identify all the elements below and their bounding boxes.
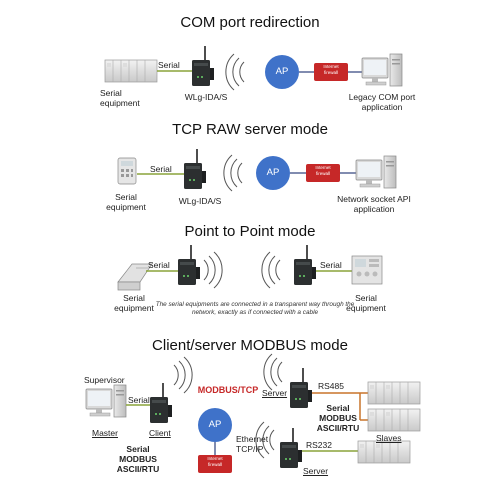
serial-equipment-label: Serial equipment [100,88,140,108]
serial-label: Serial [148,260,170,270]
ap-circle-icon [256,156,290,190]
firewall-icon [314,63,348,81]
wifi-waves-icon [173,356,193,394]
application-label: Legacy COM port application [348,92,416,112]
firewall-icon [198,455,232,473]
section-tcp-raw [117,148,397,192]
section-point-to-point [117,244,383,291]
plc-rack-icon [367,408,421,432]
wifi-waves-icon [225,53,245,91]
rs485-label: RS485 [318,381,344,391]
control-panel-icon [351,255,383,285]
serial-equipment-label: Serial equipment [346,293,386,313]
wifi-waves-icon [223,154,243,192]
pc-icon [355,155,397,189]
section-title: Point to Point mode [184,223,316,240]
device-label: WLg-IDA/S [184,92,228,102]
plc-rack-icon [367,381,421,405]
client-label: Client [149,428,171,438]
section-modbus [85,353,421,473]
serial-label: Serial [320,260,342,270]
firewall-icon [306,164,340,182]
serial-equipment-label: Serial equipment [106,192,146,212]
pc-icon [85,384,127,418]
section-title: TCP RAW server mode [172,121,328,138]
firewall-label: Internet firewall [315,165,331,176]
ethernet-label: Ethernet TCP/IP [236,434,269,454]
transparent-connection-note: The serial equipments are connected in a… [155,301,355,316]
rs232-label: RS232 [306,440,332,450]
serial-modbus-caption: Serial MODBUS ASCII/RTU [116,444,160,474]
wifi-waves-icon [203,251,223,289]
supervisor-label: Supervisor [84,375,125,385]
wlg-ida-router-icon [191,45,215,87]
section-title: COM port redirection [180,14,320,31]
firewall-label: Internet firewall [323,64,339,75]
wifi-waves-icon [261,251,281,289]
modbus-tcp-label: MODBUS/TCP [197,385,259,395]
keypad-icon [117,157,137,185]
wlg-ida-router-icon [279,427,303,469]
wlg-ida-router-icon [183,148,207,190]
section-com-port [104,45,403,91]
master-label: Master [92,428,118,438]
pc-icon [361,53,403,87]
serial-equipment-label: Serial equipment [114,293,154,313]
slaves-label: Slaves [376,433,402,443]
ap-circle-icon [265,55,299,89]
plc-rack-icon [357,440,411,464]
wlg-ida-router-icon [149,382,173,424]
device-label: WLg-IDA/S [178,196,222,206]
section-title: Client/server MODBUS mode [152,337,348,354]
serial-equipment-icon [104,59,158,83]
ap-label: AP [208,419,222,430]
serial-label: Serial [158,60,180,70]
wlg-ida-router-icon [177,244,201,286]
application-label: Network socket API application [337,194,411,214]
firewall-label: Internet firewall [207,456,223,467]
ap-label: AP [275,66,289,77]
serial-label: Serial [150,164,172,174]
server-label: Server [262,388,288,398]
ap-circle-icon [198,408,232,442]
printer-icon [117,263,153,291]
server-label: Server [303,466,329,476]
ap-label: AP [266,167,280,178]
wlg-ida-router-icon [289,367,313,409]
wlg-ida-router-icon [293,244,317,286]
serial-label: Serial [128,395,150,405]
serial-modbus-caption: Serial MODBUS ASCII/RTU [316,403,360,433]
wifi-waves-icon [263,353,283,391]
